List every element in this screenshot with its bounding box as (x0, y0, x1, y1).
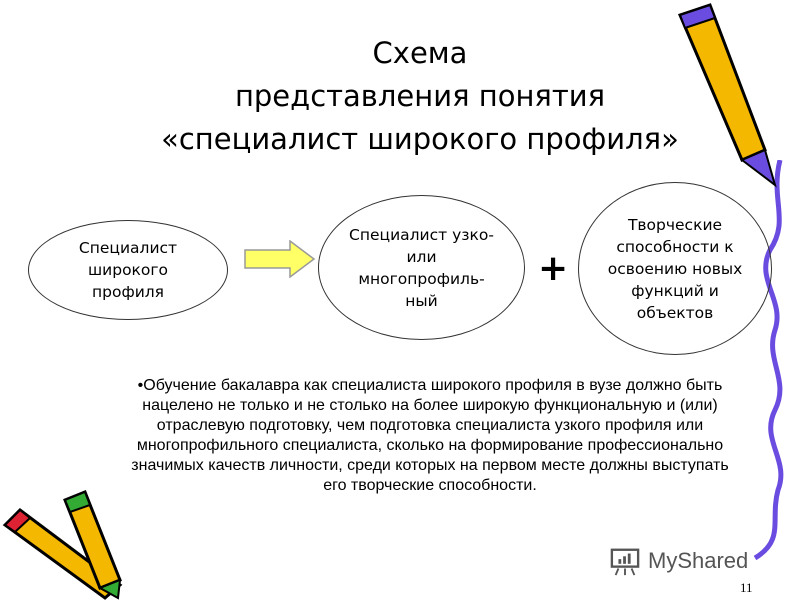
pencils-icon (2, 490, 123, 600)
pencil-icon (677, 3, 777, 188)
title-line: представления понятия (234, 79, 606, 113)
body-text: •Обучение бакалавра как специалиста широ… (131, 377, 729, 494)
watermark: MyShared (608, 546, 748, 576)
slide-title: Схема представления понятия «специалист … (60, 32, 780, 161)
node-wide-profile: Специалист широкого профиля (28, 220, 228, 320)
arrow-right-icon (244, 240, 316, 278)
plus-operator: + (538, 248, 569, 289)
watermark-text: MyShared (648, 548, 749, 573)
title-line: Схема (372, 36, 468, 70)
title-line: «специалист широкого профиля» (161, 122, 679, 156)
page-number: 11 (740, 580, 753, 595)
node-creative-abilities: Творческие способности к освоению новых … (578, 182, 772, 355)
presentation-icon (610, 548, 640, 576)
node-narrow-profile: Специалист узко- или многопрофиль-ный (318, 195, 525, 340)
squiggle-decoration (753, 160, 784, 560)
